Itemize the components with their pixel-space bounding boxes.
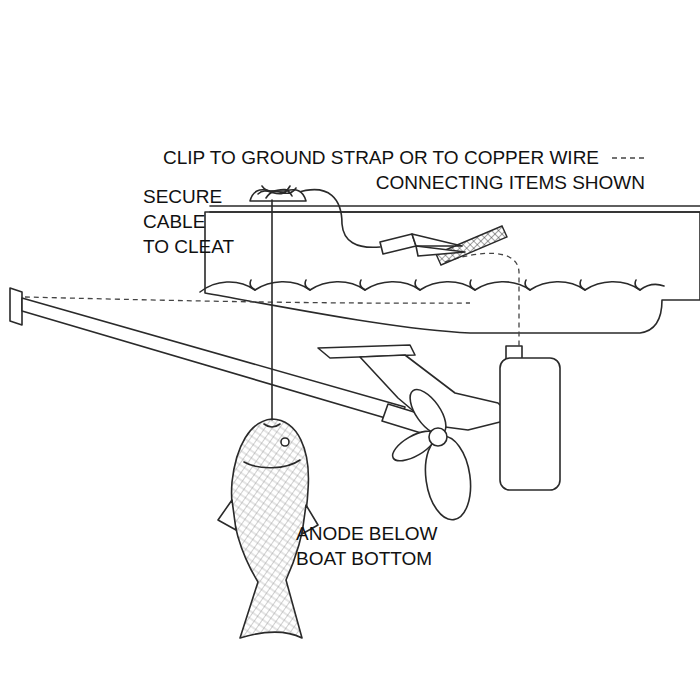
copper-wire: [445, 253, 519, 350]
boat-hull: [205, 212, 700, 333]
trim-tab: [500, 358, 560, 490]
fish-mouth: [264, 424, 280, 427]
callout-label: SECURE CABLE TO CLEAT: [143, 184, 236, 259]
gunwale-rail: [210, 205, 700, 207]
water-waves: [200, 282, 664, 292]
anode-cable: [271, 200, 273, 420]
pole-bracket: [10, 288, 22, 325]
cable-wrap: [258, 186, 296, 198]
alligator-clip: [380, 234, 416, 254]
clip-lead: [296, 190, 380, 248]
gunwale-rail: [210, 211, 700, 213]
copper-wire: [25, 297, 470, 303]
leader-line: [612, 157, 648, 158]
anode-pole: [22, 298, 405, 422]
fish-gill: [244, 460, 300, 468]
alligator-clip: [416, 246, 465, 256]
alligator-clip: [412, 234, 462, 246]
fish-fin: [218, 500, 236, 530]
wave-curls: [250, 280, 640, 290]
callout-label: ANODE BELOW BOAT BOTTOM: [296, 521, 466, 571]
callout-label: CLIP TO GROUND STRAP OR TO COPPER WIRE C…: [163, 145, 645, 195]
fish-eye: [281, 438, 289, 446]
propeller-hub: [429, 428, 447, 446]
